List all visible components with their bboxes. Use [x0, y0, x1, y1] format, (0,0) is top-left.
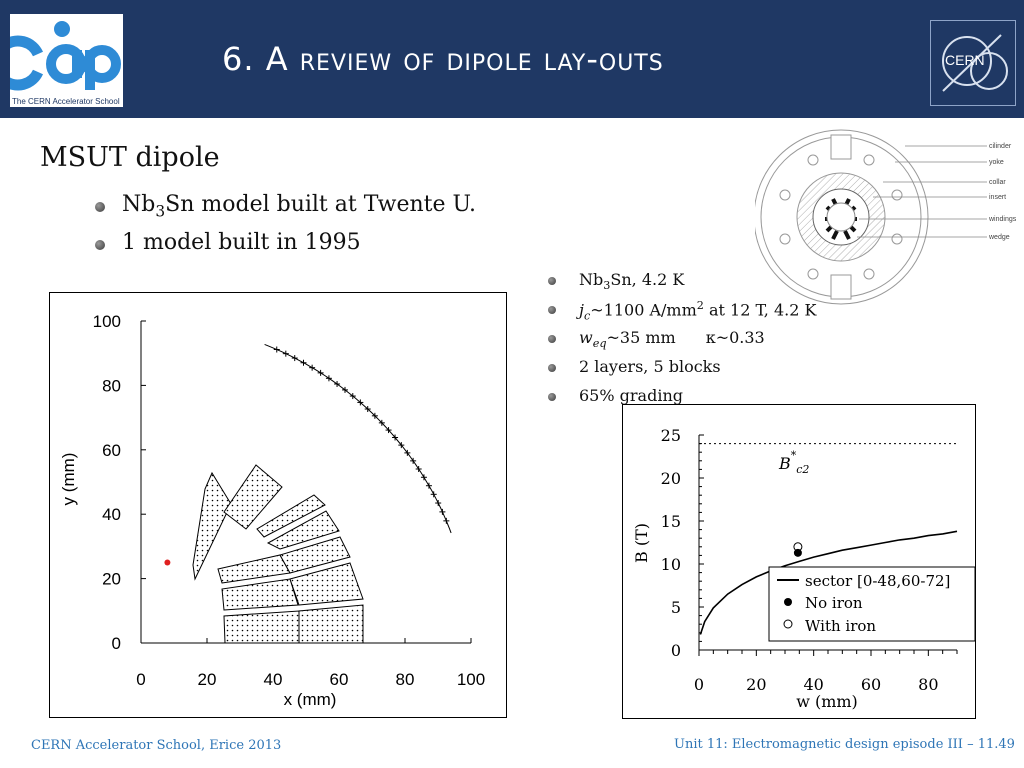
coil-layout-panel: 0 20 40 60 80 100 0 20 40 60 80 100 x (mm) y (mm) — [49, 292, 507, 718]
bullet-nb3sn-model: Nb3Sn model built at Twente U. — [90, 192, 476, 220]
iron-boundary-line — [264, 343, 452, 534]
y-tick-label: 20 — [102, 570, 121, 589]
slide-header: The CERN Accelerator School 6. A review … — [0, 0, 1024, 118]
label-insert: insert — [989, 194, 1006, 201]
spec-current-density: jc~1100 A/mm2 at 12 T, 4.2 K — [548, 299, 816, 328]
y-tick-label: 10 — [661, 555, 681, 574]
cern-logo-text: CERN — [945, 52, 985, 68]
footer-left: CERN Accelerator School, Erice 2013 — [31, 738, 282, 753]
cas-logo-caption: The CERN Accelerator School — [12, 97, 120, 106]
magnet-cross-section: cilinder yoke collar insert windings wed… — [753, 127, 1023, 311]
y-tick-label: 20 — [661, 469, 681, 488]
bullet-icon — [95, 240, 105, 251]
y-tick-label: 60 — [102, 441, 121, 460]
coil-layout-chart: 0 20 40 60 80 100 0 20 40 60 80 100 x (mm) y (mm) — [59, 312, 485, 709]
bullet-icon — [548, 335, 556, 343]
spec-material: Nb3Sn, 4.2 K — [548, 270, 816, 299]
field-vs-width-chart: 0 20 40 60 80 0 5 10 15 20 25 B*c2 w (mm) B (T) se… — [632, 426, 976, 711]
legend-with-iron: With iron — [805, 617, 876, 635]
field-chart-legend: sector [0-48,60-72] No iron With iron — [768, 566, 976, 642]
bullet-model-year: 1 model built in 1995 — [90, 230, 476, 255]
cern-logo: CERN — [930, 20, 1016, 106]
highlight-point — [164, 559, 171, 566]
y-tick-label: 15 — [661, 512, 681, 531]
x-tick-label: 20 — [746, 675, 766, 694]
bullet-icon — [548, 277, 556, 285]
y-tick-label: 40 — [102, 505, 121, 524]
legend-marker-no-iron — [784, 598, 792, 606]
footer-right: Unit 11: Electromagnetic design episode … — [674, 737, 1015, 752]
spec-layers: 2 layers, 5 blocks — [548, 357, 816, 386]
x-tick-label: 80 — [396, 670, 415, 689]
label-wedge: wedge — [988, 234, 1010, 241]
x-tick-label: 80 — [918, 675, 938, 694]
label-windings: windings — [988, 216, 1017, 223]
y-tick-label: 25 — [661, 426, 681, 445]
x-tick-label: 0 — [694, 675, 704, 694]
legend-sector: sector [0-48,60-72] — [805, 572, 950, 590]
field-vs-width-panel: 0 20 40 60 80 0 5 10 15 20 25 B*c2 w (mm) B (T) se… — [622, 404, 976, 719]
y-tick-label: 5 — [671, 598, 681, 617]
sector-curve — [699, 530, 958, 635]
spec-bullets: Nb3Sn, 4.2 K jc~1100 A/mm2 at 12 T, 4.2 … — [548, 270, 816, 415]
x-tick-label: 60 — [861, 675, 881, 694]
y-tick-label: 80 — [102, 376, 121, 395]
y-tick-label: 100 — [93, 312, 121, 331]
x-tick-label: 20 — [198, 670, 217, 689]
main-heading: MSUT dipole — [40, 142, 220, 173]
bullet-icon — [548, 306, 556, 314]
bullet-icon — [548, 364, 556, 372]
x-tick-label: 40 — [803, 675, 823, 694]
no-iron-point — [793, 548, 802, 557]
x-tick-label: 100 — [457, 670, 485, 689]
legend-no-iron: No iron — [805, 594, 863, 612]
legend-marker-with-iron — [783, 619, 793, 629]
coil-chart-ylabel: y (mm) — [59, 453, 78, 506]
main-bullets: Nb3Sn model built at Twente U. 1 model b… — [90, 192, 476, 265]
x-tick-label: 40 — [264, 670, 283, 689]
coil-chart-xlabel: x (mm) — [284, 690, 337, 709]
x-tick-label: 0 — [136, 670, 145, 689]
label-yoke: yoke — [989, 159, 1004, 166]
y-tick-label: 0 — [671, 641, 681, 660]
y-tick-label: 0 — [112, 634, 121, 653]
spec-grading: 65% grading — [548, 386, 816, 415]
label-cilinder: cilinder — [989, 143, 1012, 150]
cas-logo: The CERN Accelerator School — [0, 14, 123, 107]
bullet-icon — [548, 393, 556, 401]
bc2-annotation: B*c2 — [778, 449, 809, 476]
field-chart-xlabel: w (mm) — [796, 692, 858, 711]
slide-title: 6. A review of dipole lay-outs — [222, 40, 664, 78]
label-collar: collar — [989, 179, 1006, 186]
bullet-icon — [95, 202, 105, 212]
field-chart-ylabel: B (T) — [632, 523, 651, 563]
x-tick-label: 60 — [330, 670, 349, 689]
